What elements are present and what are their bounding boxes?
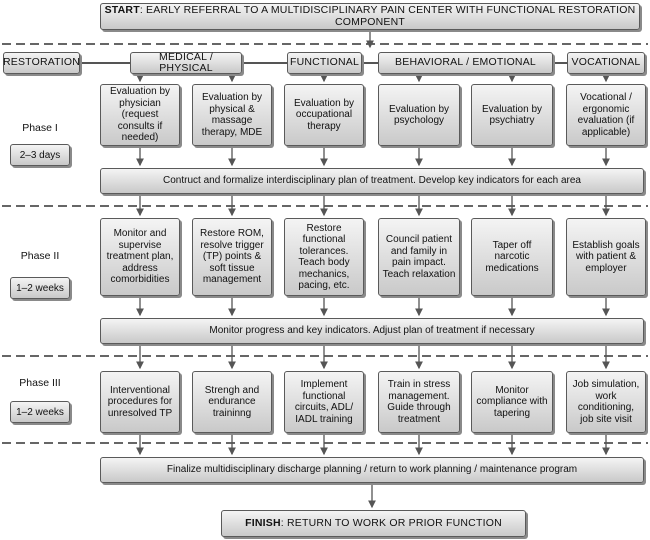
phase-1-label: Phase I (22, 122, 58, 134)
phase3-box-psychiatry: Monitor compliance with tapering (471, 371, 553, 433)
phase2-box-medical: Monitor and supervise treatment plan, ad… (100, 218, 180, 296)
phase1-box-medical: Evaluation by physician (request consult… (100, 84, 180, 146)
start-text: : EARLY REFERRAL TO A MULTIDISCIPLINARY … (139, 4, 636, 28)
phase3-discharge-bar: Finalize multidisciplinary discharge pla… (100, 457, 644, 483)
start-bold: START (104, 4, 140, 16)
phase2-box-vocational: Establish goals with patient & employer (566, 218, 646, 296)
phase-3-label: Phase III (19, 377, 61, 389)
phase2-box-psychiatry: Taper off narcotic medications (471, 218, 553, 296)
finish-box: FINISH: RETURN TO WORK OR PRIOR FUNCTION (221, 510, 526, 537)
phase2-box-physical: Restore ROM, resolve trigger (TP) points… (192, 218, 272, 296)
header-restoration: RESTORATION (3, 52, 80, 74)
header-vocational: VOCATIONAL (567, 52, 645, 74)
header-medical-physical: MEDICAL / PHYSICAL (130, 51, 242, 74)
phase-3-duration: 1–2 weeks (10, 401, 70, 423)
phase3-box-psychology: Train in stress management. Guide throug… (378, 371, 460, 433)
phase3-box-functional: Implement functional circuits, ADL/ IADL… (284, 371, 364, 433)
phase3-box-vocational: Job simulation, work conditioning, job s… (566, 371, 646, 433)
phase1-box-functional: Evaluation by occupational therapy (284, 84, 364, 146)
phase1-plan-bar: Contruct and formalize interdisciplinary… (100, 168, 644, 194)
phase1-box-physical: Evaluation by physical & massage therapy… (192, 84, 272, 146)
phase1-box-psychology: Evaluation by psychology (378, 84, 460, 146)
finish-text: : RETURN TO WORK OR PRIOR FUNCTION (280, 516, 502, 529)
start-box: START: EARLY REFERRAL TO A MULTIDISCIPLI… (100, 3, 640, 30)
phase3-box-physical: Strengh and endurance traininng (192, 371, 272, 433)
header-behavioral-emotional: BEHAVIORAL / EMOTIONAL (378, 52, 553, 74)
phase-1-duration: 2–3 days (10, 144, 70, 166)
phase1-box-psychiatry: Evaluation by psychiatry (471, 84, 553, 146)
phase-2-duration: 1–2 weeks (10, 277, 70, 299)
phase3-box-medical: Interventional procedures for unresolved… (100, 371, 180, 433)
header-functional: FUNCTIONAL (287, 52, 362, 74)
phase1-box-vocational: Vocational / ergonomic evaluation (if ap… (566, 84, 646, 146)
arrows (136, 30, 610, 509)
phase2-box-psychology: Council patient and family in pain impac… (378, 218, 460, 296)
finish-bold: FINISH (245, 516, 281, 529)
phase2-box-functional: Restore functional tolerances. Teach bod… (284, 218, 364, 296)
phase-2-label: Phase II (20, 250, 60, 262)
phase2-monitor-bar: Monitor progress and key indicators. Adj… (100, 318, 644, 344)
